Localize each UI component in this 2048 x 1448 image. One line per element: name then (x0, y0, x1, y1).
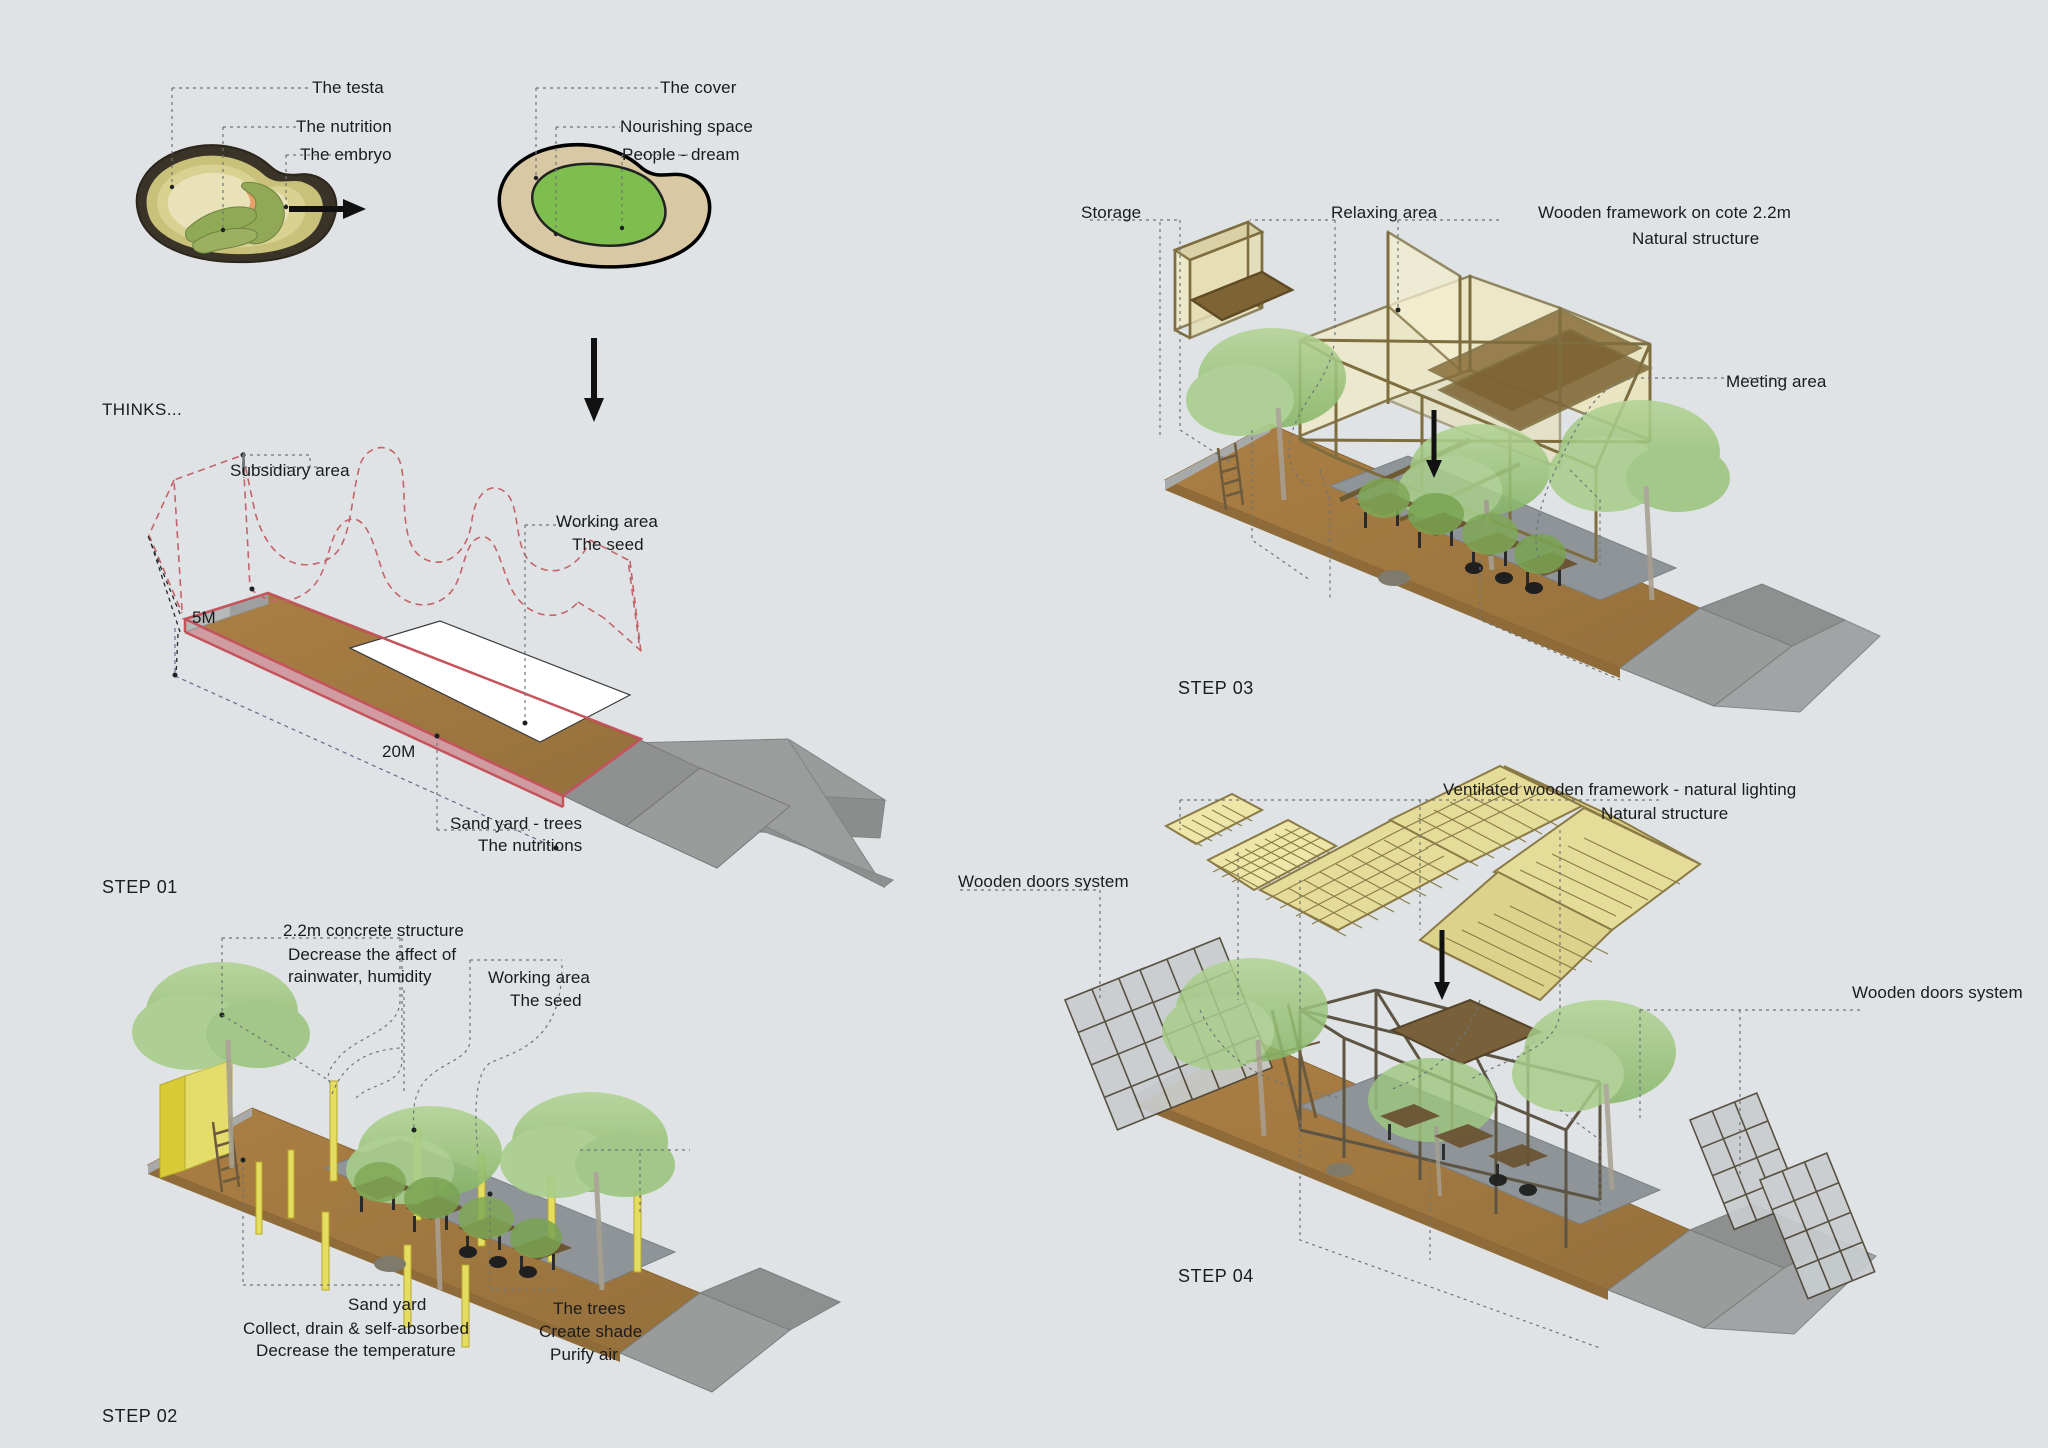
seed1-callout-lines (169, 87, 352, 233)
callout-wooden-doors-left: Wooden doors system (958, 872, 1129, 891)
dimension-length-20m: 20M (382, 742, 416, 761)
assembly-arrow (1426, 410, 1442, 478)
storage-frame (1172, 220, 1295, 340)
callout-wooden-framework-cote: Wooden framework on cote 2.2m (1538, 203, 1791, 222)
thinks-note: THINKS... (102, 400, 183, 419)
step01-callouts-svg (243, 455, 620, 831)
step04-callout-lines (960, 799, 1860, 1349)
step-03-label: STEP 03 (1178, 678, 1254, 698)
callout-storage: Storage (1081, 203, 1142, 222)
step01-callout-lines (242, 452, 311, 476)
seed2-callout-lines (533, 87, 690, 237)
tree (500, 1092, 675, 1291)
step04-model (1063, 764, 1877, 1335)
callout-meeting-area: Meeting area (1726, 372, 1827, 391)
step-04-label: STEP 04 (1178, 1266, 1254, 1286)
callout-subsidiary-area: Subsidiary area (230, 461, 350, 480)
dimension-width-5m: 5M (192, 608, 216, 627)
callout-the-trees: The trees (553, 1299, 626, 1318)
seed-concept (497, 143, 712, 269)
step-02-label: STEP 02 (102, 1406, 178, 1426)
ventilated-roof-panels (1163, 764, 1702, 1002)
callout-the-nutritions: The nutritions (478, 836, 583, 855)
transform-arrow-down (584, 338, 604, 422)
callout-the-nutrition: The nutrition (296, 117, 392, 136)
callout-the-testa: The testa (312, 78, 384, 97)
step-01-label: STEP 01 (102, 877, 178, 897)
callout-concrete-effect: Decrease the affect of (288, 945, 457, 964)
assembly-arrow (1434, 930, 1450, 1000)
step02-model (132, 962, 842, 1393)
step03-model (1163, 220, 1881, 713)
callout-create-shade: Create shade (539, 1322, 643, 1341)
callout-ventilated-framework: Ventilated wooden framework - natural li… (1443, 780, 1797, 799)
callout-the-seed-step02: The seed (510, 991, 582, 1010)
callout-nourishing-space: Nourishing space (620, 117, 753, 136)
callout-purify-air: Purify air (550, 1345, 619, 1364)
callout-natural-structure-step04: Natural structure (1601, 804, 1729, 823)
seed-cross-section (135, 144, 338, 264)
callout-concrete-rainwater: rainwater, humidity (288, 967, 432, 986)
callout-concrete-structure: 2.2m concrete structure (283, 921, 464, 940)
callout-sand-yard-temperature: Decrease the temperature (256, 1341, 456, 1360)
transform-arrow-right (289, 199, 366, 219)
callout-sand-yard-trees: Sand yard - trees (450, 814, 583, 833)
callout-the-seed-step01: The seed (572, 535, 644, 554)
step02-callout-lines (219, 937, 690, 1291)
callout-wooden-doors-right: Wooden doors system (1852, 983, 2023, 1002)
step03-callout-lines (1090, 219, 1790, 681)
step01-model (147, 446, 895, 889)
callout-the-embryo: The embryo (300, 145, 392, 164)
callout-working-area-step02: Working area (488, 968, 590, 987)
callout-the-cover: The cover (660, 78, 737, 97)
callout-sand-yard: Sand yard (348, 1295, 427, 1314)
callout-sand-yard-collect: Collect, drain & self-absorbed (243, 1319, 470, 1338)
callout-natural-structure-step03: Natural structure (1632, 229, 1760, 248)
callout-relaxing-area: Relaxing area (1331, 203, 1438, 222)
callout-people-dream: People - dream (622, 145, 740, 164)
furniture-cluster (352, 1162, 572, 1278)
callout-working-area-step01: Working area (556, 512, 658, 531)
step01-red-volume (148, 446, 642, 653)
tree (132, 962, 310, 1169)
